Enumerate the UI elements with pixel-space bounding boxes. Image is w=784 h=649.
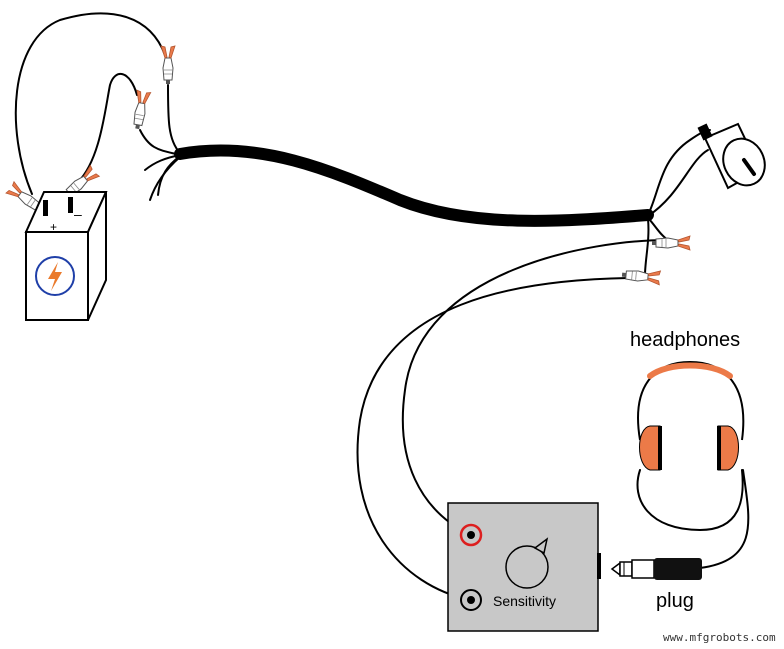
wire-to-motor-2 [647, 149, 709, 217]
wire-headphone-cord-2 [636, 469, 744, 532]
headband [637, 360, 745, 441]
wire-to-clip-right-2 [644, 218, 650, 276]
clip-right-lower [620, 267, 662, 286]
thick-cable [174, 144, 654, 227]
wire-to-motor-1 [647, 129, 711, 216]
round-component [697, 122, 766, 190]
ear-cup-left [639, 425, 661, 471]
headphones [637, 360, 745, 471]
ear-cup-right [717, 425, 739, 471]
clip-top [160, 45, 176, 85]
battery-minus-label: – [74, 206, 82, 222]
black-jack [460, 589, 482, 611]
lightning-bolt-icon [48, 262, 62, 291]
wire-to-red-jack [401, 239, 669, 536]
audio-plug [610, 558, 702, 580]
red-jack [459, 523, 483, 547]
watermark: www.mfgrobots.com [663, 631, 776, 644]
wire-battery-plus-loop [14, 12, 166, 195]
wire-loose-3 [149, 156, 181, 201]
battery: + – [24, 191, 108, 321]
clip-mid [129, 89, 152, 131]
sensitivity-label: Sensitivity [493, 593, 556, 609]
clip-right-upper [651, 235, 691, 251]
wire-clip-top-to-cable [167, 84, 181, 154]
headband-pad [647, 362, 733, 379]
wire-loose-2 [157, 155, 181, 196]
wire-headphone-cord [699, 469, 750, 569]
wires [14, 12, 750, 601]
wire-to-black-jack [356, 277, 629, 601]
wire-battery-minus-loop [77, 73, 138, 183]
battery-plus-label: + [50, 220, 57, 234]
detector-box: Sensitivity [447, 502, 601, 632]
plug-label: plug [656, 590, 694, 612]
battery-terminal-minus [68, 197, 73, 213]
rotary-knob-icon[interactable] [505, 537, 549, 589]
battery-terminal-plus [43, 200, 48, 216]
wire-to-clip-right-1 [647, 217, 669, 241]
side-jack [597, 553, 601, 579]
headphones-label: headphones [630, 329, 740, 351]
